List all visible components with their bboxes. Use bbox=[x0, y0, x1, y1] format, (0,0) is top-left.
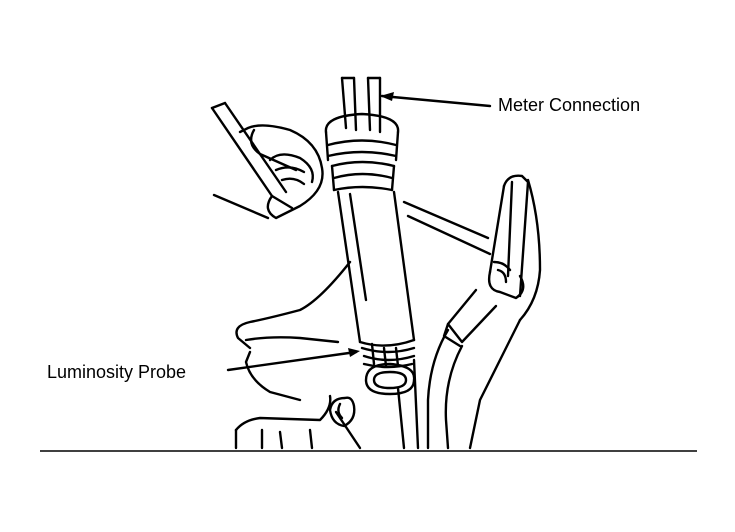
right-electrode bbox=[428, 176, 540, 448]
left-bracket bbox=[212, 103, 323, 218]
meter-connection-arrowhead bbox=[380, 92, 394, 101]
luminosity-probe-label: Luminosity Probe bbox=[47, 362, 187, 382]
engine-housing bbox=[236, 202, 490, 448]
luminosity-probe-leader bbox=[228, 352, 356, 370]
luminosity-probe-arrowhead bbox=[348, 348, 360, 357]
luminosity-probe-body bbox=[326, 114, 414, 394]
meter-cable bbox=[342, 78, 380, 132]
meter-connection-label: Meter Connection bbox=[498, 95, 641, 115]
leader-lines bbox=[228, 96, 490, 370]
meter-connection-leader bbox=[382, 96, 490, 106]
